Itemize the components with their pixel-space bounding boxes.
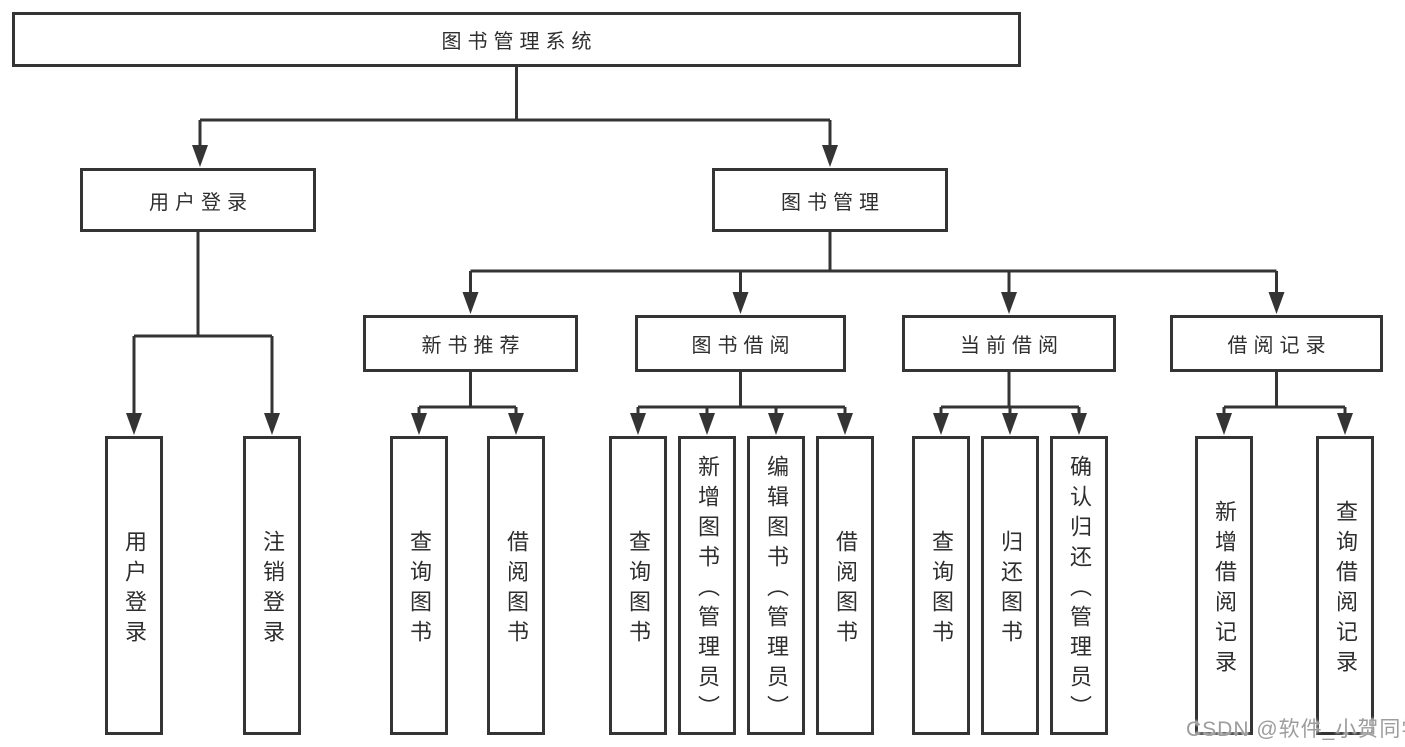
leaf-query-books-current: 查询图书 — [912, 436, 970, 735]
node-label: 借阅图书 — [504, 529, 529, 650]
node-label: 图书借阅 — [691, 335, 796, 357]
node-label: 借阅记录 — [1227, 335, 1332, 357]
connector-root-to-level2 — [192, 66, 838, 167]
node-label: 当前借阅 — [960, 335, 1064, 357]
connector-path — [636, 371, 847, 419]
node-label: 确认归还（管理员） — [1067, 454, 1092, 725]
node-book-management: 图书管理 — [712, 168, 948, 232]
leaf-add-borrow-record: 新增借阅记录 — [1195, 436, 1253, 735]
arrowhead-icon — [1002, 413, 1018, 435]
node-borrowing-records: 借阅记录 — [1170, 315, 1383, 372]
leaf-borrow-books-recommend: 借阅图书 — [487, 436, 545, 735]
connector-user-login-to-leaves — [126, 231, 280, 435]
arrowhead-icon — [1071, 413, 1087, 435]
node-root: 图书管理系统 — [12, 12, 1021, 67]
node-label: 查询图书 — [407, 529, 432, 650]
arrowhead-icon — [508, 413, 524, 435]
node-book-borrowing: 图书借阅 — [635, 315, 846, 372]
connector-book-management-to-level3 — [462, 231, 1285, 314]
arrowhead-icon — [1216, 413, 1232, 435]
arrowhead-icon — [1268, 292, 1285, 314]
arrowhead-icon — [732, 292, 749, 314]
arrowhead-icon — [1337, 413, 1353, 435]
node-new-book-recommendation: 新书推荐 — [363, 315, 578, 372]
node-label: 编辑图书（管理员） — [764, 454, 789, 725]
connector-book-borrowing-to-leaves — [630, 371, 853, 435]
arrowhead-icon — [768, 413, 784, 435]
arrowhead-icon — [630, 413, 646, 435]
arrowhead-icon — [837, 413, 853, 435]
node-label: 借阅图书 — [833, 529, 858, 650]
arrowhead-icon — [264, 413, 280, 435]
node-label: 图书管理 — [781, 191, 885, 214]
connector-path — [939, 371, 1081, 419]
arrowhead-icon — [699, 413, 715, 435]
node-label: 新增借阅记录 — [1212, 499, 1237, 680]
leaf-borrow-books-borrowing: 借阅图书 — [816, 436, 874, 735]
leaf-query-borrow-record: 查询借阅记录 — [1316, 436, 1374, 735]
arrowhead-icon — [822, 145, 838, 167]
node-label: 新增图书（管理员） — [695, 454, 720, 725]
connector-current-borrowing-to-leaves — [933, 371, 1087, 435]
arrowhead-icon — [411, 413, 427, 435]
leaf-query-books-recommend: 查询图书 — [390, 436, 448, 735]
node-label: 查询图书 — [929, 529, 954, 650]
connector-borrowing-records-to-leaves — [1216, 371, 1353, 435]
node-label: 查询图书 — [626, 529, 651, 650]
arrowhead-icon — [933, 413, 949, 435]
node-label: 图书管理系统 — [441, 31, 598, 53]
csdn-watermark: CSDN @软件_小贺同学 — [1186, 718, 1405, 741]
connector-path — [1222, 371, 1347, 419]
node-label: 用户登录 — [122, 529, 147, 650]
node-user-login: 用户登录 — [80, 168, 316, 232]
arrowhead-icon — [126, 413, 142, 435]
connector-new-book-recommendation-to-leaves — [411, 371, 524, 435]
node-label: 新书推荐 — [421, 335, 526, 357]
connector-path — [132, 231, 274, 419]
connector-path — [469, 231, 1278, 298]
connector-path — [417, 371, 518, 419]
leaf-return-books: 归还图书 — [981, 436, 1039, 735]
node-label: 查询借阅记录 — [1333, 499, 1358, 680]
leaf-edit-books-admin: 编辑图书（管理员） — [747, 436, 805, 735]
leaf-add-books-admin: 新增图书（管理员） — [678, 436, 736, 735]
leaf-query-books-borrowing: 查询图书 — [609, 436, 667, 735]
connector-path — [198, 66, 832, 151]
node-current-borrowing: 当前借阅 — [902, 315, 1116, 372]
arrowhead-icon — [192, 145, 208, 167]
node-label: 注销登录 — [260, 529, 285, 650]
leaf-user-login: 用户登录 — [105, 436, 163, 735]
leaf-logout: 注销登录 — [243, 436, 301, 735]
leaf-confirm-return-admin: 确认归还（管理员） — [1050, 436, 1108, 735]
node-label: 归还图书 — [998, 529, 1023, 650]
node-label: 用户登录 — [149, 191, 253, 214]
arrowhead-icon — [462, 292, 479, 314]
arrowhead-icon — [1001, 292, 1017, 314]
